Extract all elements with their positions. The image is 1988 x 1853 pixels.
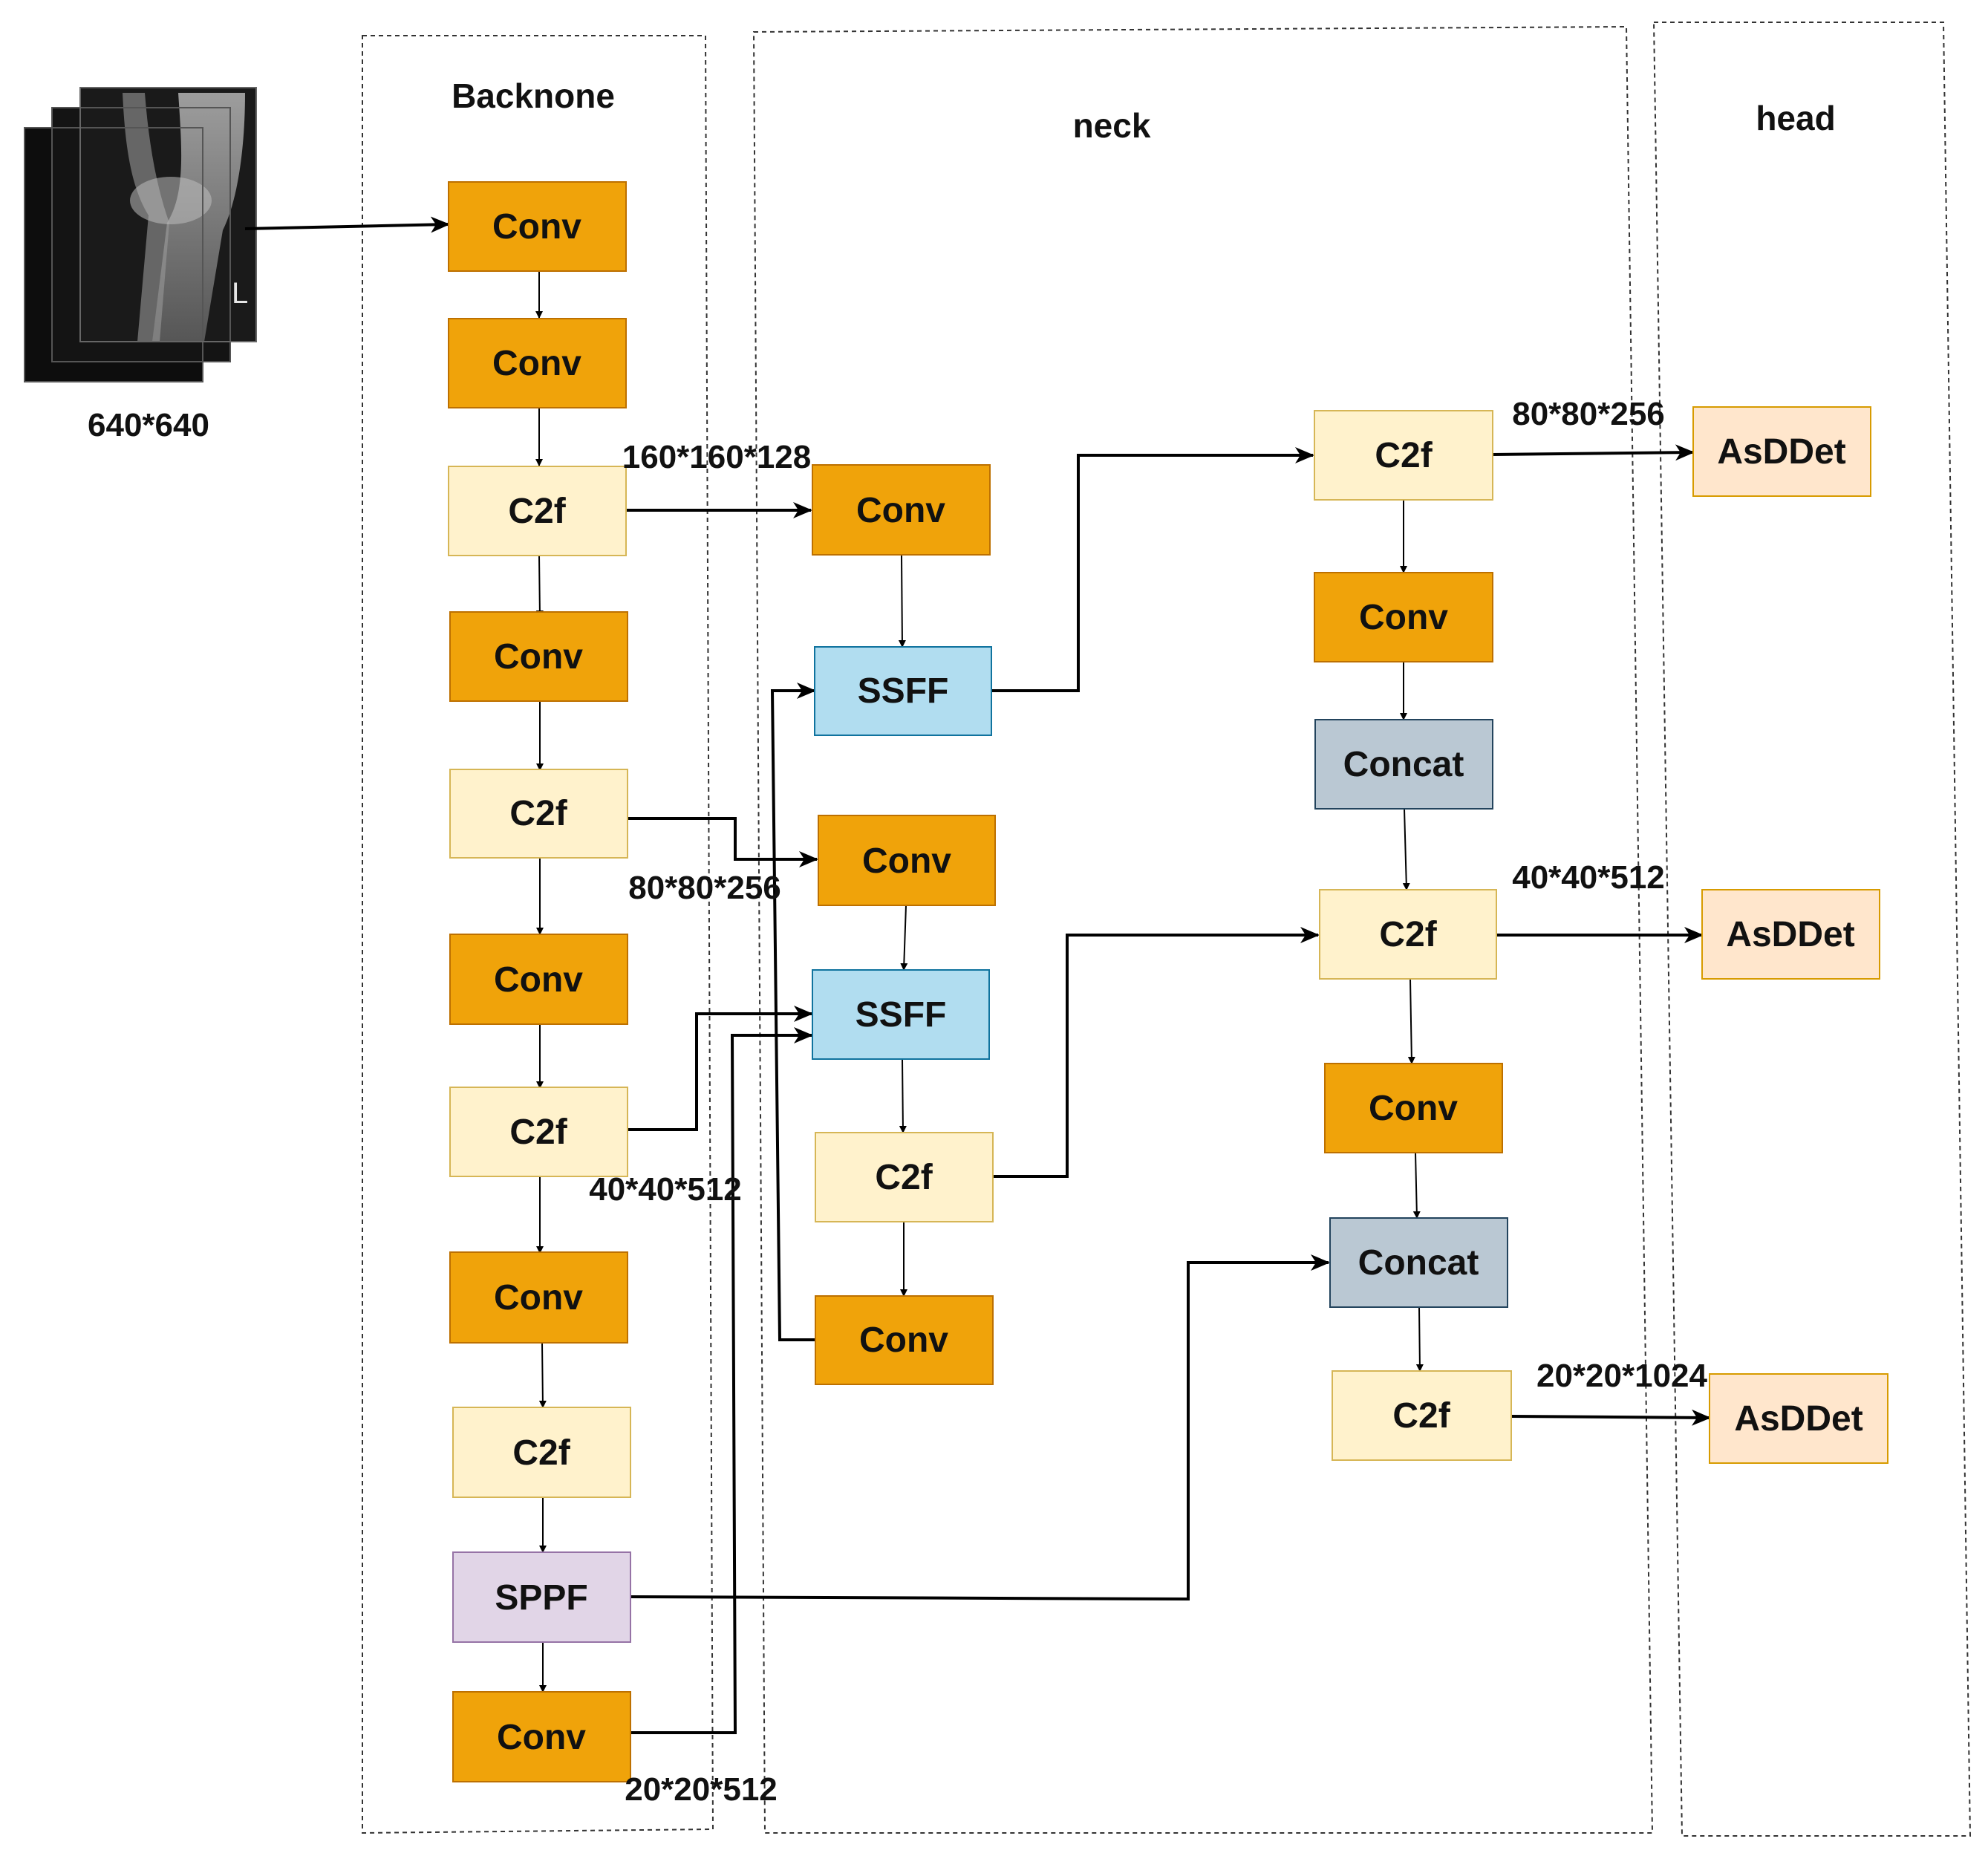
input-size-label: 640*640: [88, 407, 209, 443]
neck-block-conv-4: Conv: [1314, 572, 1493, 662]
arrow-h6-h7: [1415, 1306, 1424, 1372]
neck-block-concat-1: Concat: [1314, 719, 1493, 810]
head-block-asddet-3: AsDDet: [1709, 1373, 1888, 1464]
arrow-input-b1: [244, 216, 450, 233]
neck-block-conv-1-label: Conv: [856, 491, 945, 530]
neck-block-ssff-2-label: SSFF: [856, 995, 947, 1035]
backbone-title: Backnone: [452, 76, 615, 115]
backbone-block-conv-1-label: Conv: [492, 207, 581, 247]
arrow-n3-n4: [900, 905, 908, 971]
neck-block-conv-5: Conv: [1324, 1063, 1503, 1153]
backbone-block-conv-6-label: Conv: [497, 1718, 586, 1757]
neck-block-c2f-2-label: C2f: [1375, 436, 1433, 475]
neck-block-concat-2-label: Concat: [1358, 1243, 1479, 1283]
arrow-h5-h6: [1412, 1152, 1421, 1219]
backbone-block-c2f-4: C2f: [452, 1407, 631, 1498]
arrow-n5-h4: [993, 927, 1320, 1178]
neck-block-conv-2-label: Conv: [862, 841, 951, 881]
neck-block-ssff-1: SSFF: [814, 646, 992, 736]
arrow-h3-h4: [1402, 808, 1410, 890]
head-title: head: [1756, 99, 1835, 137]
backbone-section-frame: [362, 35, 714, 1834]
arrow-h1-d1: [1492, 444, 1695, 461]
neck-block-conv-5-label: Conv: [1369, 1089, 1458, 1128]
head-section-frame: [1652, 22, 1972, 1837]
arrow-b3-b4: [535, 555, 544, 618]
neck-block-c2f-4-label: C2f: [1392, 1396, 1450, 1436]
backbone-block-conv-6: Conv: [452, 1691, 631, 1782]
feature-size-label-p2: 160*160*128: [622, 439, 811, 475]
head-block-asddet-1: AsDDet: [1692, 406, 1871, 497]
backbone-block-c2f-1-label: C2f: [508, 492, 566, 531]
backbone-block-conv-5: Conv: [449, 1251, 628, 1344]
backbone-block-conv-3: Conv: [449, 611, 628, 702]
neck-block-c2f-3-label: C2f: [1379, 915, 1437, 954]
backbone-block-c2f-3-label: C2f: [509, 1113, 567, 1152]
xray-input-image-stack: L: [24, 87, 257, 382]
head-block-asddet-3-label: AsDDet: [1734, 1399, 1862, 1439]
feature-size-label-out1: 80*80*256: [1512, 396, 1665, 432]
neck-block-c2f-1-label: C2f: [875, 1158, 933, 1197]
arrow-b10-h6: [630, 1254, 1330, 1601]
arrow-b11-n4: [630, 1027, 813, 1734]
neck-block-conv-2: Conv: [818, 815, 996, 906]
feature-size-label-p4: 40*40*512: [589, 1171, 742, 1208]
neck-block-c2f-4: C2f: [1332, 1370, 1512, 1461]
head-block-asddet-1-label: AsDDet: [1717, 432, 1845, 472]
backbone-block-c2f-4-label: C2f: [512, 1433, 570, 1473]
backbone-block-c2f-2-label: C2f: [509, 794, 567, 833]
thick-arrows: [244, 216, 1711, 1734]
neck-section-frame: [752, 25, 1654, 1834]
backbone-block-conv-2-label: Conv: [492, 344, 581, 383]
neck-block-conv-4-label: Conv: [1359, 598, 1448, 637]
neck-block-c2f-3: C2f: [1319, 889, 1497, 980]
feature-size-label-p3: 80*80*256: [628, 870, 781, 906]
backbone-block-conv-1: Conv: [448, 181, 627, 272]
arrow-h4-h5: [1407, 978, 1415, 1064]
neck-block-c2f-2: C2f: [1314, 410, 1493, 501]
neck-block-conv-1: Conv: [812, 464, 991, 556]
neck-block-c2f-1: C2f: [815, 1132, 994, 1222]
neck-block-ssff-2: SSFF: [812, 969, 990, 1060]
arrow-b5-n3: [628, 817, 818, 867]
backbone-block-conv-2: Conv: [448, 318, 627, 408]
neck-block-conv-3: Conv: [815, 1295, 994, 1385]
backbone-block-conv-3-label: Conv: [494, 637, 583, 677]
backbone-block-c2f-3: C2f: [449, 1087, 628, 1177]
xray-side-marker: L: [232, 277, 248, 310]
neck-block-conv-3-label: Conv: [859, 1320, 948, 1360]
backbone-block-conv-5-label: Conv: [494, 1278, 583, 1318]
backbone-block-sppf: SPPF: [452, 1551, 631, 1643]
neck-block-concat-2: Concat: [1329, 1217, 1508, 1308]
feature-size-label-out2: 40*40*512: [1512, 859, 1665, 896]
arrow-b8-b9: [538, 1342, 547, 1408]
head-block-asddet-2-label: AsDDet: [1726, 915, 1854, 954]
backbone-block-c2f-2: C2f: [449, 769, 628, 859]
head-block-asddet-2: AsDDet: [1701, 889, 1880, 980]
feature-size-label-out3: 20*20*1024: [1536, 1358, 1708, 1394]
arrow-h7-d3: [1510, 1409, 1711, 1426]
arrow-n2-h1: [991, 447, 1314, 692]
arrow-n6-n2: [770, 683, 816, 1341]
thin-arrows: [535, 271, 1424, 1693]
backbone-block-sppf-label: SPPF: [495, 1578, 587, 1618]
backbone-block-conv-4-label: Conv: [494, 960, 583, 1000]
backbone-block-c2f-1: C2f: [448, 466, 627, 556]
arrow-b7-n4: [628, 1006, 813, 1131]
feature-size-label-p5: 20*20*512: [625, 1771, 778, 1808]
neck-block-ssff-1-label: SSFF: [858, 671, 949, 711]
neck-block-concat-1-label: Concat: [1343, 745, 1464, 784]
neck-title: neck: [1073, 106, 1151, 145]
backbone-block-conv-4: Conv: [449, 934, 628, 1025]
arrow-n4-n5: [899, 1058, 907, 1133]
